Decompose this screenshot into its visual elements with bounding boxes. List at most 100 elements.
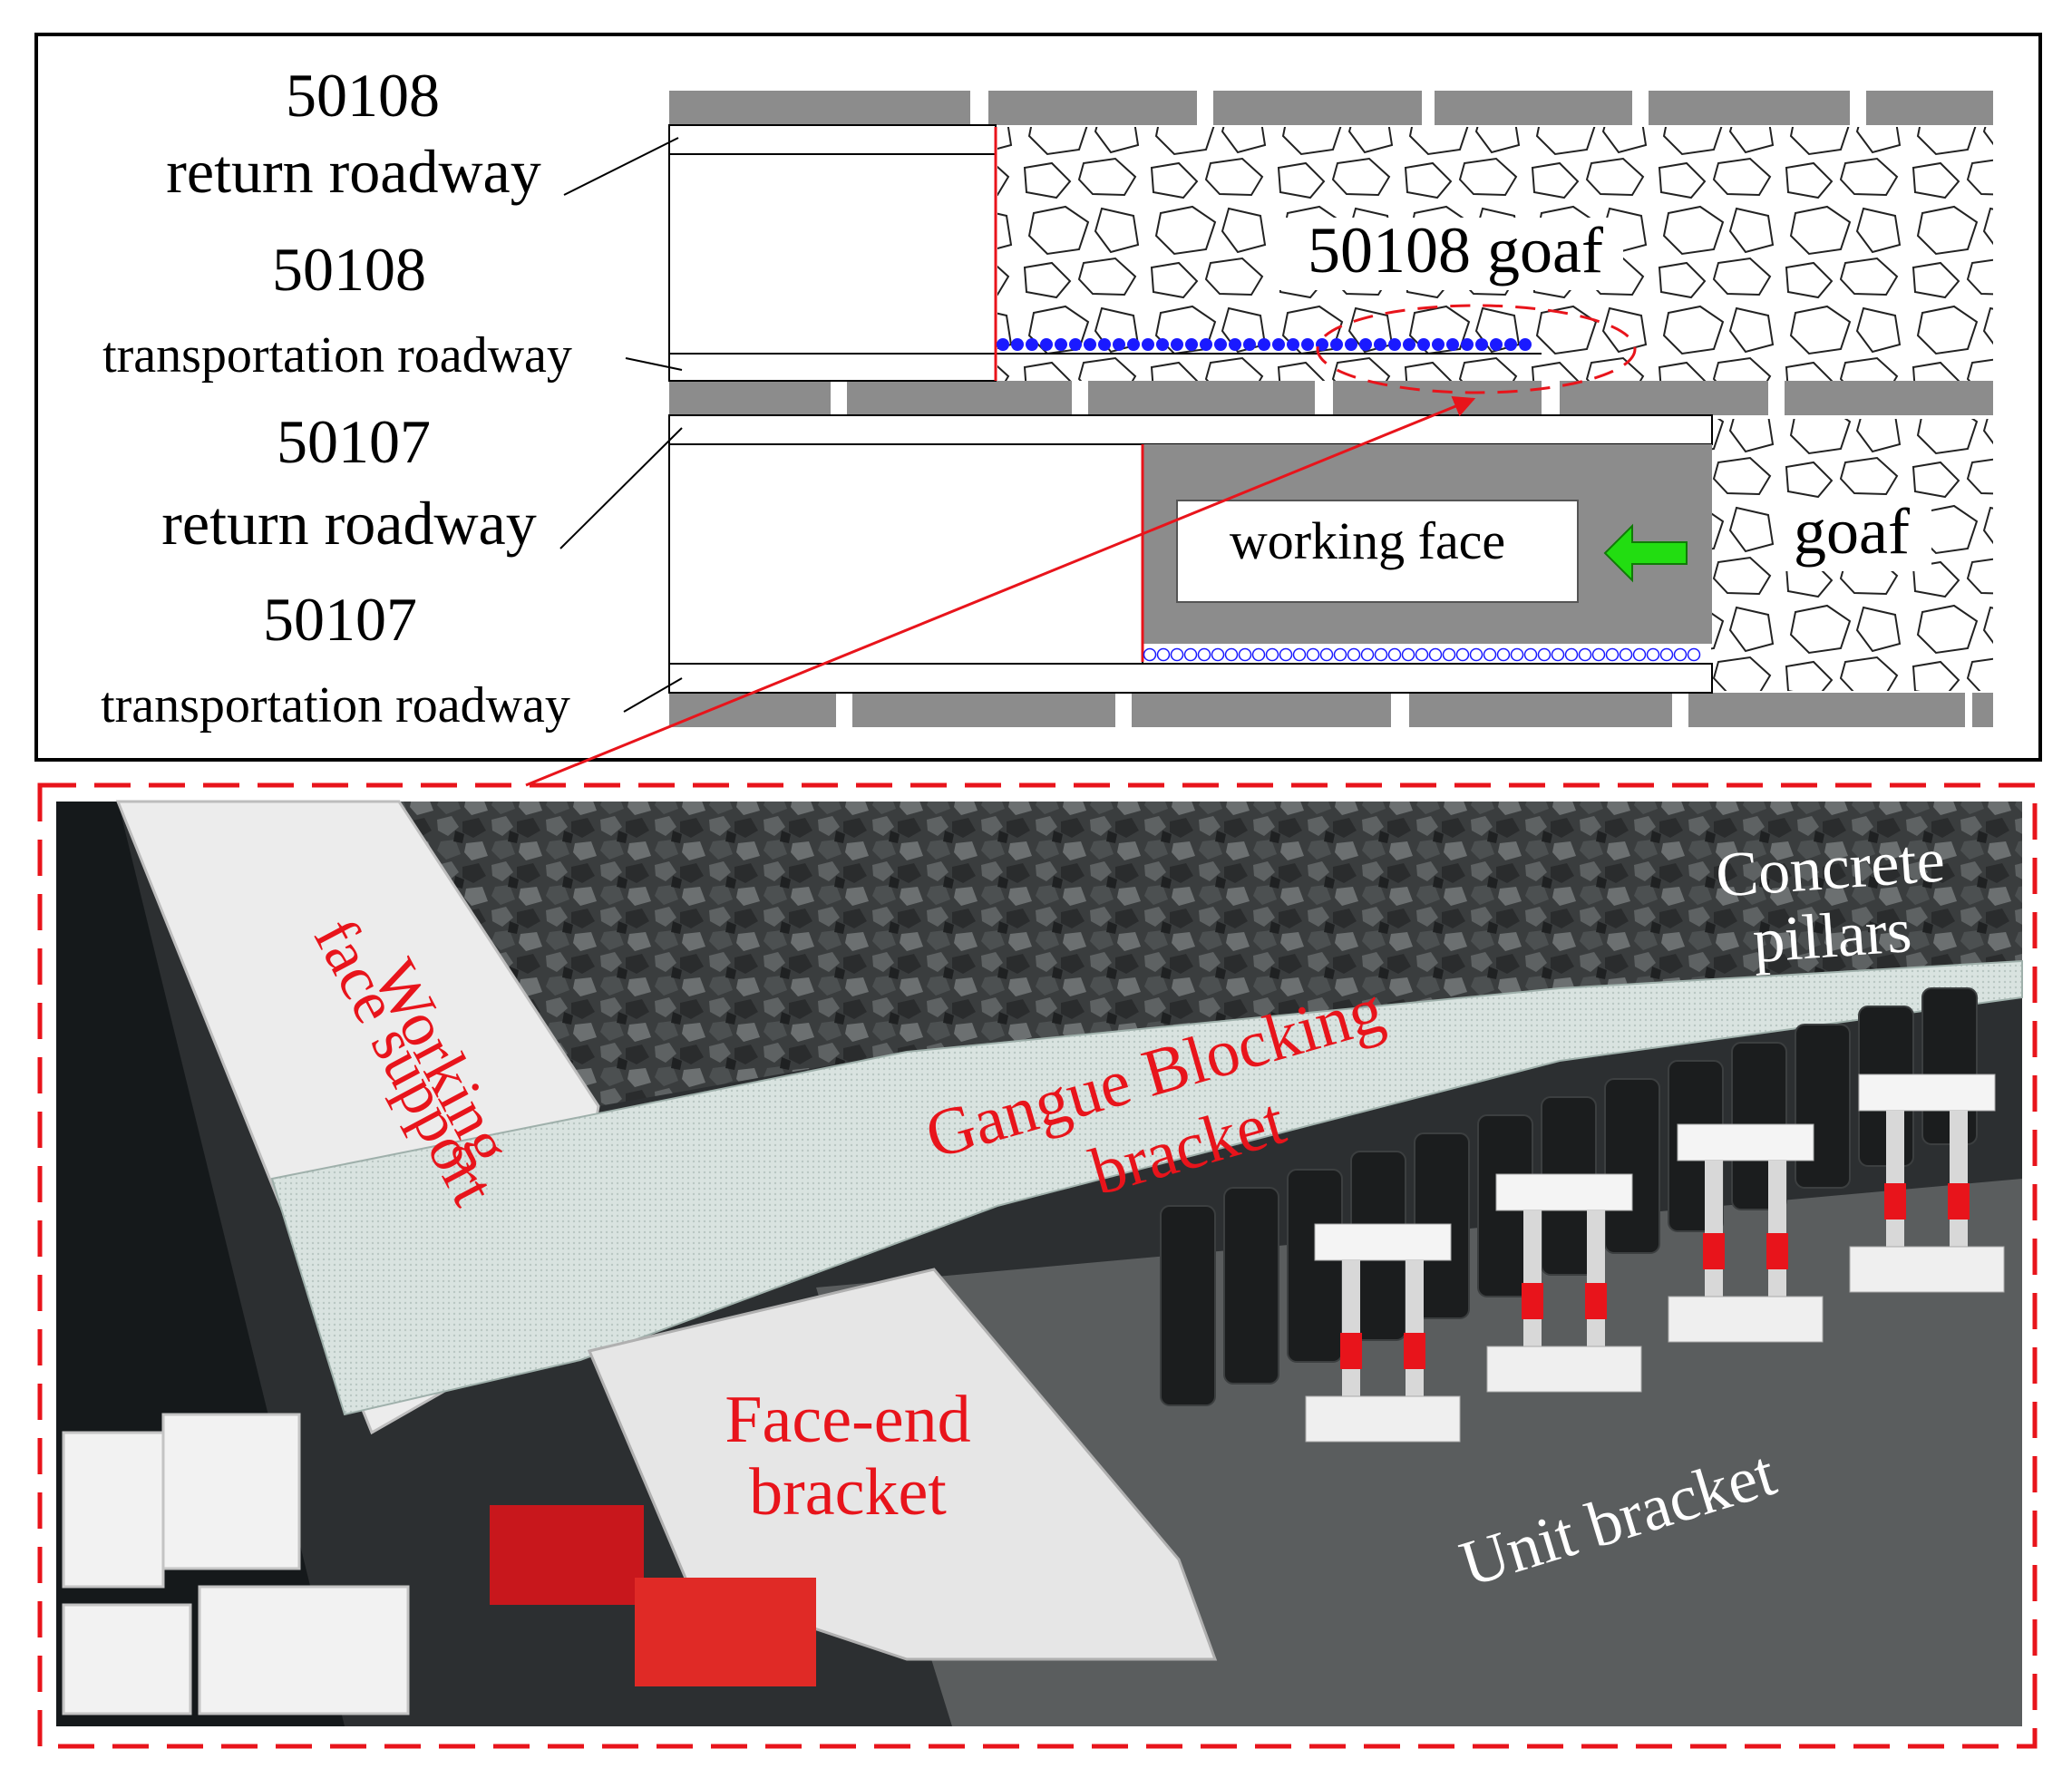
label-concrete-pillars-line1: Concrete bbox=[1714, 825, 1947, 910]
support-unit-hollow bbox=[1687, 647, 1701, 662]
support-unit-hollow bbox=[1319, 647, 1334, 662]
working-face-label: working face bbox=[1230, 511, 1505, 570]
support-unit-filled bbox=[1214, 338, 1227, 351]
support-unit-filled bbox=[1417, 338, 1430, 351]
pillar-row-top bbox=[669, 91, 1993, 125]
support-unit-filled bbox=[1461, 338, 1474, 351]
support-unit-hollow bbox=[1360, 647, 1375, 662]
support-unit-hollow bbox=[1347, 647, 1361, 662]
support-unit-hollow bbox=[1646, 647, 1660, 662]
unit-bracket bbox=[1668, 1123, 1824, 1343]
support-unit-hollow bbox=[1238, 647, 1252, 662]
support-unit-hollow bbox=[1292, 647, 1307, 662]
support-row-filled bbox=[997, 338, 1532, 351]
support-unit-filled bbox=[1330, 338, 1343, 351]
support-unit-filled bbox=[1490, 338, 1503, 351]
schematic-plan: working face 50108 goaf goaf bbox=[668, 91, 1993, 727]
support-unit-filled bbox=[1142, 338, 1154, 351]
label-50107-transport-number: 50107 bbox=[263, 585, 417, 654]
label-50108-transport-text: transportation roadway bbox=[102, 327, 572, 384]
support-unit-hollow bbox=[1578, 647, 1592, 662]
label-face-end-line2: bracket bbox=[749, 1455, 947, 1530]
support-unit-hollow bbox=[1564, 647, 1579, 662]
support-unit-filled bbox=[1229, 338, 1241, 351]
support-unit-hollow bbox=[1591, 647, 1606, 662]
support-unit-hollow bbox=[1659, 647, 1674, 662]
concrete-pillar bbox=[1287, 1169, 1343, 1363]
roadway-labels: 50108 return roadway 50108 transportatio… bbox=[101, 61, 683, 734]
support-unit-filled bbox=[1432, 338, 1445, 351]
label-50107-transport-text: transportation roadway bbox=[101, 677, 570, 734]
leader-50108-transport bbox=[625, 357, 683, 371]
unit-bracket bbox=[1486, 1173, 1642, 1393]
support-unit-filled bbox=[997, 338, 1009, 351]
support-unit-filled bbox=[1403, 338, 1415, 351]
support-unit-hollow bbox=[1537, 647, 1552, 662]
support-unit-filled bbox=[1185, 338, 1198, 351]
support-unit-filled bbox=[1388, 338, 1401, 351]
support-unit-filled bbox=[1069, 338, 1082, 351]
equipment-photo bbox=[56, 800, 2023, 1726]
support-unit-hollow bbox=[1224, 647, 1239, 662]
support-unit-hollow bbox=[1415, 647, 1429, 662]
label-face-end-line1: Face-end bbox=[725, 1383, 970, 1457]
support-unit-filled bbox=[1446, 338, 1459, 351]
support-unit-filled bbox=[1171, 338, 1183, 351]
pillar-row-middle bbox=[669, 381, 1993, 415]
support-unit-filled bbox=[1040, 338, 1053, 351]
support-unit-hollow bbox=[1333, 647, 1347, 662]
support-unit-hollow bbox=[1442, 647, 1456, 662]
connector-arrow bbox=[525, 396, 1476, 787]
support-unit-filled bbox=[1287, 338, 1299, 351]
support-unit-hollow bbox=[1197, 647, 1211, 662]
support-unit-hollow bbox=[1551, 647, 1565, 662]
working-face-box bbox=[1176, 500, 1579, 603]
support-unit-hollow bbox=[1632, 647, 1647, 662]
leader-50107-transport bbox=[623, 677, 683, 713]
goaf-50108-label: 50108 goaf bbox=[1308, 214, 1603, 287]
support-unit-filled bbox=[1113, 338, 1125, 351]
support-unit-hollow bbox=[1279, 647, 1293, 662]
label-concrete-pillars-line2: pillars bbox=[1750, 896, 1913, 977]
gravel-area bbox=[390, 802, 2022, 1106]
support-unit-hollow bbox=[1496, 647, 1511, 662]
leader-50107-return bbox=[559, 427, 683, 549]
label-50107-return-text: return roadway bbox=[161, 489, 536, 558]
support-unit-hollow bbox=[1510, 647, 1524, 662]
support-unit-filled bbox=[1504, 338, 1517, 351]
support-unit-filled bbox=[1243, 338, 1256, 351]
gangue-blocking-bracket bbox=[270, 959, 2023, 1416]
support-unit-hollow bbox=[1374, 647, 1388, 662]
support-unit-hollow bbox=[1619, 647, 1633, 662]
support-unit-hollow bbox=[1143, 647, 1157, 662]
support-unit-filled bbox=[1200, 338, 1212, 351]
support-unit-hollow bbox=[1523, 647, 1538, 662]
support-unit-filled bbox=[1055, 338, 1067, 351]
support-unit-filled bbox=[1026, 338, 1038, 351]
support-unit-hollow bbox=[1401, 647, 1415, 662]
label-50107-return-number: 50107 bbox=[277, 407, 431, 476]
pillar-row-bottom bbox=[669, 693, 1993, 727]
goaf-label: goaf bbox=[1794, 495, 1910, 568]
support-unit-filled bbox=[1272, 338, 1285, 351]
label-50108-return-text: return roadway bbox=[166, 137, 540, 206]
support-unit-hollow bbox=[1605, 647, 1620, 662]
support-unit-hollow bbox=[1455, 647, 1470, 662]
highlight-ellipse bbox=[1316, 304, 1637, 394]
leader-50108-return bbox=[563, 137, 679, 196]
support-unit-filled bbox=[1374, 338, 1386, 351]
support-unit-hollow bbox=[1183, 647, 1198, 662]
support-unit-filled bbox=[1127, 338, 1140, 351]
support-unit-filled bbox=[1156, 338, 1169, 351]
unit-bracket bbox=[1849, 1074, 2005, 1293]
support-unit-hollow bbox=[1428, 647, 1443, 662]
support-unit-hollow bbox=[1156, 647, 1171, 662]
unit-bracket bbox=[1305, 1223, 1461, 1443]
support-unit-filled bbox=[1345, 338, 1357, 351]
support-unit-filled bbox=[1475, 338, 1488, 351]
support-unit-filled bbox=[1519, 338, 1532, 351]
support-unit-hollow bbox=[1306, 647, 1320, 662]
label-50108-return-number: 50108 bbox=[286, 61, 440, 130]
label-50108-transport-number: 50108 bbox=[272, 235, 426, 304]
